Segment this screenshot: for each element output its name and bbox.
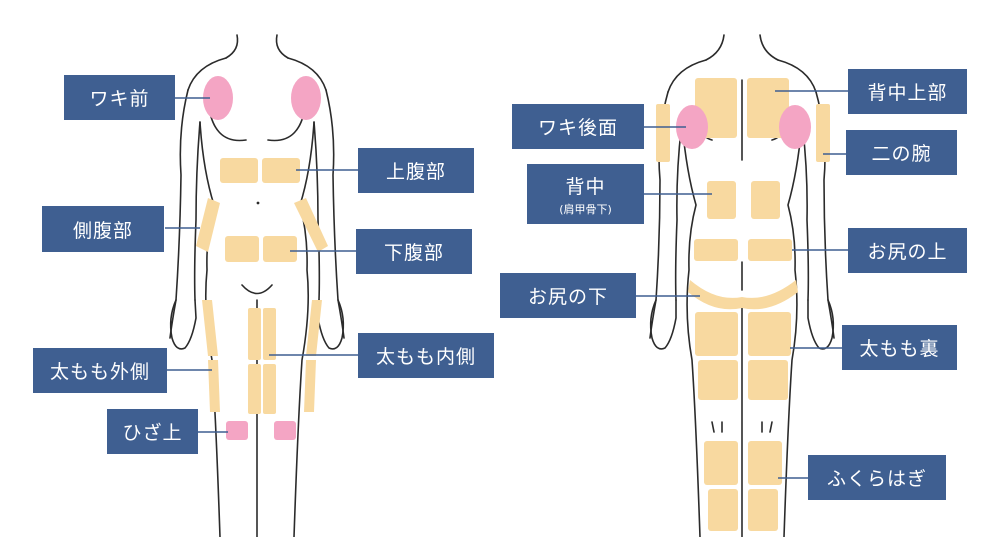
zone-back-oshiri-ue-left xyxy=(694,239,738,261)
front-left-hand xyxy=(169,299,197,350)
zone-back-futomomo-ura-right-1 xyxy=(748,312,791,356)
label-senaka-text: 背中 xyxy=(565,175,606,198)
label-oshiri-shita: お尻の下 xyxy=(500,273,636,318)
zone-back-fukurahagi-right-1 xyxy=(748,441,782,485)
front-neck-left xyxy=(225,34,239,59)
label-futomomo-uchigawa-text: 太もも内側 xyxy=(375,346,476,368)
label-senaka: 背中 (肩甲骨下) xyxy=(527,164,644,224)
label-futomomo-ura-text: 太もも裏 xyxy=(859,338,940,360)
zone-front-jo-fukubu-left xyxy=(220,158,258,183)
front-navel xyxy=(256,201,260,205)
zone-front-jo-fukubu-right xyxy=(262,158,300,183)
label-waki-mae: ワキ前 xyxy=(64,75,175,120)
label-senaka-jobu-text: 背中上部 xyxy=(867,82,948,104)
zone-front-waki-mae-right xyxy=(291,76,321,120)
label-soku-fukubu: 側腹部 xyxy=(42,206,164,252)
back-leaders xyxy=(636,90,848,479)
zone-back-fukurahagi-left-2 xyxy=(708,489,738,531)
zone-front-futomomo-soto-left-upper xyxy=(202,300,218,356)
label-waki-mae-text: ワキ前 xyxy=(89,88,150,110)
zone-front-futomomo-uchi-right-lower xyxy=(263,364,276,414)
back-neck-left xyxy=(705,34,725,61)
label-ka-fukubu-text: 下腹部 xyxy=(383,242,444,264)
zone-back-senaka-jo-right xyxy=(747,78,789,138)
front-right-arm-outer xyxy=(325,89,345,339)
label-fukurahagi: ふくらはぎ xyxy=(808,455,946,500)
zone-front-futomomo-uchi-left-lower xyxy=(248,364,261,414)
label-oshiri-ue-text: お尻の上 xyxy=(867,241,948,263)
back-figure xyxy=(649,34,835,537)
zone-front-futomomo-soto-right-upper xyxy=(306,300,322,356)
zone-back-fukurahagi-left-1 xyxy=(704,441,738,485)
label-hiza-ue: ひざ上 xyxy=(107,409,198,454)
front-right-hand xyxy=(317,299,345,350)
label-soku-fukubu-text: 側腹部 xyxy=(72,219,133,242)
label-senaka-subtext: (肩甲骨下) xyxy=(559,202,612,216)
zone-back-oshiri-shita xyxy=(688,280,798,310)
label-waki-koumen: ワキ後面 xyxy=(512,104,644,149)
zone-front-ka-fukubu-left xyxy=(225,236,259,262)
front-right-shoulder xyxy=(287,57,327,91)
zone-front-hiza-ue-right xyxy=(274,421,296,440)
zone-back-waki-left xyxy=(676,105,708,149)
label-senaka-jobu: 背中上部 xyxy=(848,69,967,114)
back-right-arm-inner xyxy=(801,121,810,301)
front-right-arm-inner xyxy=(313,121,321,301)
label-hiza-ue-text: ひざ上 xyxy=(122,422,183,444)
zone-back-oshiri-ue-right xyxy=(748,239,792,261)
back-right-shoulder xyxy=(777,59,817,93)
label-futomomo-uchigawa: 太もも内側 xyxy=(358,333,494,378)
label-waki-koumen-text: ワキ後面 xyxy=(537,117,618,139)
zone-back-senaka-left xyxy=(707,181,736,219)
zone-front-soku-fukubu-left xyxy=(196,198,220,252)
label-oshiri-ue: お尻の上 xyxy=(848,228,967,273)
back-left-torso xyxy=(681,121,701,537)
front-leaders xyxy=(165,97,358,433)
back-neck-right xyxy=(759,34,779,61)
zone-back-fukurahagi-right-2 xyxy=(748,489,778,531)
label-ka-fukubu: 下腹部 xyxy=(356,229,472,274)
front-left-shoulder xyxy=(187,57,227,91)
front-left-arm-outer xyxy=(169,89,189,339)
zone-back-ni-no-ude-right xyxy=(816,104,830,162)
label-futomomo-sotogawa-text: 太もも外側 xyxy=(49,361,150,383)
label-ni-no-ude: 二の腕 xyxy=(846,130,957,175)
zone-back-senaka-right xyxy=(751,181,780,219)
zone-back-futomomo-ura-left-2 xyxy=(698,360,738,400)
zone-front-hiza-ue-left xyxy=(226,421,248,440)
label-fukurahagi-text: ふくらはぎ xyxy=(826,468,927,490)
label-jo-fukubu-text: 上腹部 xyxy=(385,161,446,183)
label-oshiri-shita-text: お尻の下 xyxy=(527,286,608,308)
zone-front-futomomo-uchi-right-upper xyxy=(263,308,276,360)
label-jo-fukubu: 上腹部 xyxy=(358,148,474,193)
front-crotch xyxy=(241,284,273,295)
back-knee-marks xyxy=(711,421,773,433)
label-ni-no-ude-text: 二の腕 xyxy=(871,143,932,165)
zone-back-futomomo-ura-left-1 xyxy=(695,312,738,356)
zone-back-waki-right xyxy=(779,105,811,149)
zone-front-waki-mae-left xyxy=(203,76,233,120)
front-neck-right xyxy=(275,34,289,59)
back-left-shoulder xyxy=(667,59,707,93)
front-zones xyxy=(196,76,328,440)
front-left-torso xyxy=(199,121,221,537)
front-left-arm-inner xyxy=(193,121,201,301)
back-left-arm-inner xyxy=(674,121,683,301)
back-left-hand xyxy=(649,299,677,350)
back-zones xyxy=(656,78,830,531)
zone-front-futomomo-soto-left-lower xyxy=(208,360,220,412)
zone-front-ka-fukubu-right xyxy=(263,236,297,262)
label-futomomo-sotogawa: 太もも外側 xyxy=(33,348,167,393)
zone-front-futomomo-uchi-left-upper xyxy=(248,308,261,360)
zone-back-futomomo-ura-right-2 xyxy=(748,360,788,400)
zone-front-futomomo-soto-right-lower xyxy=(304,360,316,412)
zone-back-ni-no-ude-left xyxy=(656,104,670,162)
zone-front-soku-fukubu-right xyxy=(294,198,328,252)
front-right-torso xyxy=(293,121,315,537)
label-futomomo-ura: 太もも裏 xyxy=(842,325,957,370)
